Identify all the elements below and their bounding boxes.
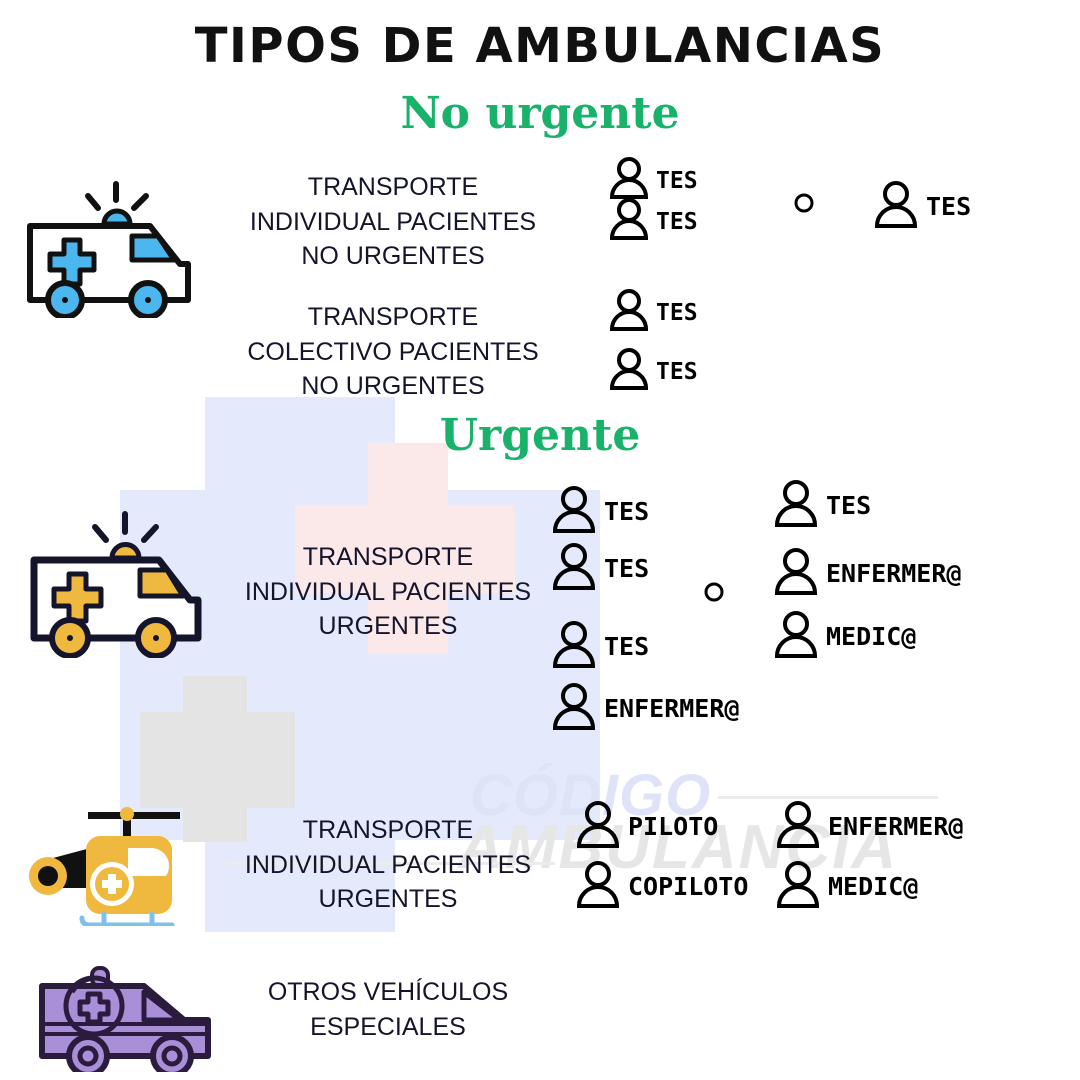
person-icon [606, 155, 652, 206]
ambulance-amber-icon [22, 508, 212, 659]
person-icon [772, 798, 824, 855]
person-icon [606, 346, 652, 397]
crew-label: TES [656, 358, 698, 385]
person-icon [770, 608, 822, 665]
crew-row-3b-item-0: ENFERMER@ [772, 798, 963, 855]
section-heading-urgente: Urgente [439, 410, 641, 461]
crew-row-3b-item-1: MEDIC@ [772, 858, 918, 915]
crew-label: ENFERMER@ [826, 559, 962, 588]
crew-row-2a-item-1: TES [548, 540, 649, 597]
crew-label: TES [656, 299, 698, 326]
row-description-otros-vehiculos-especiales: OTROS VEHÍCULOS ESPECIALES [267, 978, 509, 1041]
crew-label: TES [604, 497, 650, 526]
crew-row-2b-item-1: ENFERMER@ [770, 545, 961, 602]
watermark-codigo: CÓDIGO [470, 763, 712, 828]
row-description-transporte-aereo-urgente: TRANSPORTE INDIVIDUAL PACIENTES URGENTES [244, 816, 532, 913]
crew-row-2a-item-3: ENFERMER@ [548, 680, 739, 737]
person-icon [548, 483, 600, 540]
crew-row-0b-item-0: TES [870, 178, 971, 235]
crew-label: MEDIC@ [828, 872, 919, 901]
person-icon [548, 680, 600, 737]
crew-label: TES [656, 208, 698, 235]
crew-row-1a-item-1: TES [606, 346, 698, 397]
van-purple-icon [32, 962, 222, 1078]
crew-label: ENFERMER@ [604, 694, 740, 723]
or-separator-row-2 [703, 581, 725, 608]
crew-row-2b-item-2: MEDIC@ [770, 608, 916, 665]
row-description-transporte-individual-urgente: TRANSPORTE INDIVIDUAL PACIENTES URGENTES [244, 543, 532, 640]
crew-row-1a-item-0: TES [606, 287, 698, 338]
ambulance-blue-icon [20, 178, 202, 320]
watermark-rule-bottom [225, 862, 555, 865]
crew-label: PILOTO [628, 812, 719, 841]
crew-row-2a-item-2: TES [548, 618, 649, 675]
person-icon [572, 798, 624, 855]
section-heading-no-urgente: No urgente [400, 88, 680, 139]
crew-label: TES [926, 192, 972, 221]
watermark-ambulancia: AMBULANCIA [458, 813, 899, 882]
helicopter-icon [20, 796, 210, 928]
row-description-transporte-colectivo-no-urgente: TRANSPORTE COLECTIVO PACIENTES NO URGENT… [247, 303, 539, 400]
person-icon [606, 196, 652, 247]
person-icon [548, 618, 600, 675]
crew-label: COPILOTO [628, 872, 749, 901]
crew-label: ENFERMER@ [828, 812, 964, 841]
person-icon [870, 178, 922, 235]
person-icon [770, 545, 822, 602]
crew-row-2a-item-0: TES [548, 483, 649, 540]
person-icon [548, 540, 600, 597]
person-icon [770, 477, 822, 534]
person-icon [606, 287, 652, 338]
crew-row-0a-item-0: TES [606, 155, 698, 206]
person-icon [572, 858, 624, 915]
watermark-rule-top [718, 796, 938, 799]
row-description-transporte-individual-no-urgente: TRANSPORTE INDIVIDUAL PACIENTES NO URGEN… [249, 173, 537, 270]
crew-label: MEDIC@ [826, 622, 917, 651]
crew-label: TES [604, 632, 650, 661]
crew-label: TES [604, 554, 650, 583]
crew-row-2b-item-0: TES [770, 477, 871, 534]
page-title: TIPOS DE AMBULANCIAS [194, 18, 886, 74]
person-icon [772, 858, 824, 915]
crew-row-3a-item-1: COPILOTO [572, 858, 748, 915]
or-separator-row-0 [793, 192, 815, 219]
crew-row-3a-item-0: PILOTO [572, 798, 718, 855]
crew-row-0a-item-1: TES [606, 196, 698, 247]
crew-label: TES [656, 167, 698, 194]
crew-label: TES [826, 491, 872, 520]
